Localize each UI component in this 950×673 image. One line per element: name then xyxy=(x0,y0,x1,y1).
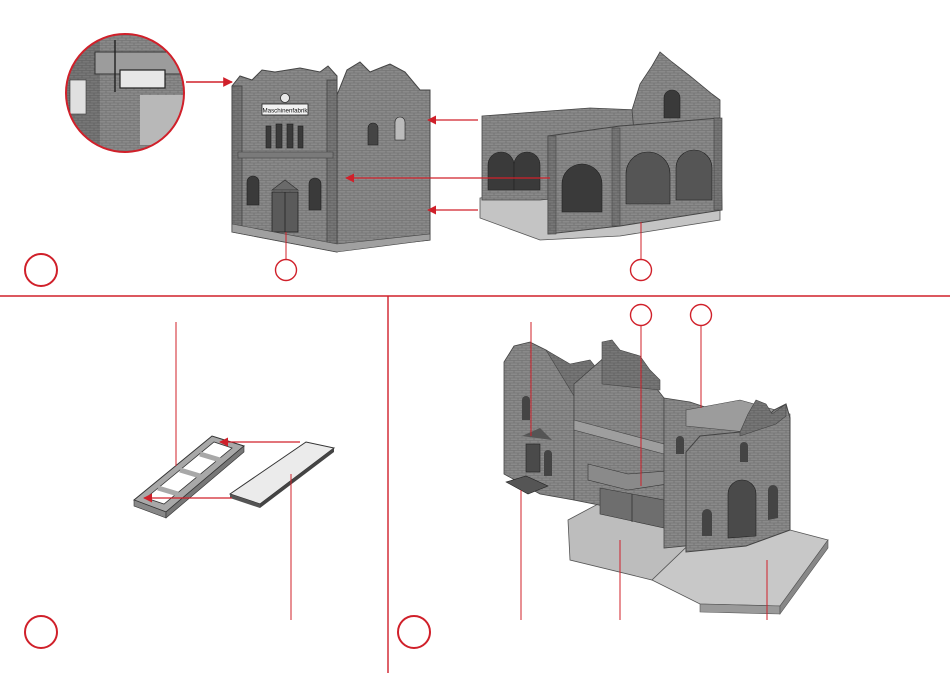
magnifier-detail-icon xyxy=(60,30,190,160)
step-circle-icon xyxy=(25,254,57,286)
callout-circle-workshop xyxy=(691,305,712,326)
callout-circle-rear-building xyxy=(631,260,652,281)
front-building: Maschinenfabrik xyxy=(232,62,430,252)
callout-circle-hall xyxy=(631,305,652,326)
window-frame xyxy=(134,436,244,518)
panel-2 xyxy=(25,322,334,648)
workshop-building xyxy=(664,398,790,552)
glazing-sheet xyxy=(230,442,334,508)
callout-circle-front-building xyxy=(276,260,297,281)
panel-1: Maschinenfabrik xyxy=(25,30,722,286)
panel-dividers xyxy=(0,296,950,673)
panel-3 xyxy=(398,305,828,649)
factory-sign-text: Maschinenfabrik xyxy=(262,108,308,115)
rear-building xyxy=(480,52,722,240)
step-circle-icon xyxy=(25,616,57,648)
step-circle-icon xyxy=(398,616,430,648)
